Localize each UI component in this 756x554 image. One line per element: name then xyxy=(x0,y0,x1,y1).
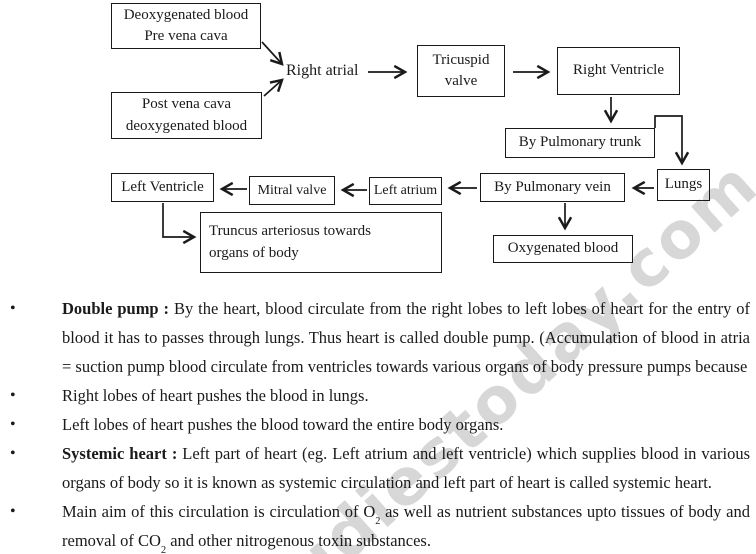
note-body: Right lobes of heart pushes the blood in… xyxy=(62,386,369,405)
box-line: Lungs xyxy=(664,176,703,193)
note-text: Main aim of this circulation is circulat… xyxy=(62,497,750,554)
box-line: Deoxygenated blood xyxy=(123,6,249,23)
box-pre-vena-cava: Deoxygenated blood Pre vena cava xyxy=(111,3,261,49)
bullet-icon: • xyxy=(10,445,16,462)
note-lead: Double pump : xyxy=(62,299,170,318)
arrow-postvena-to-rightatrial-icon xyxy=(263,78,284,97)
note-body: as well as nutrient substances upto tiss… xyxy=(62,502,750,550)
box-line: Right Ventricle xyxy=(573,62,664,79)
bullet-icon: • xyxy=(10,300,16,317)
box-line: Oxygenated blood xyxy=(507,240,619,257)
note-body: and other nitrogenous toxin substances. xyxy=(166,531,431,550)
subscript: 2 xyxy=(375,516,381,528)
box-line: Left Ventricle xyxy=(121,178,204,195)
box-left-ventricle: Left Ventricle xyxy=(111,173,214,202)
arrow-leftventricle-to-truncus-icon xyxy=(162,203,197,245)
flowchart-arrows xyxy=(162,41,690,245)
list-item: • Double pump :By the heart, blood circu… xyxy=(10,294,750,381)
box-line: deoxygenated blood xyxy=(125,117,248,134)
box-line: Tricuspid xyxy=(432,51,490,68)
box-line: Left atrium xyxy=(373,183,438,199)
note-text: Left lobes of heart pushes the blood tow… xyxy=(62,410,750,439)
box-line: By Pulmonary vein xyxy=(494,178,611,195)
note-text: Right lobes of heart pushes the blood in… xyxy=(62,381,750,410)
bullet-icon: • xyxy=(10,503,16,520)
note-text: Systemic heart :Left part of heart (eg. … xyxy=(62,439,750,497)
list-item: • Systemic heart :Left part of heart (eg… xyxy=(10,439,750,497)
box-mitral-valve: Mitral valve xyxy=(249,176,335,205)
notes-section: • Double pump :By the heart, blood circu… xyxy=(10,294,750,554)
box-line: Mitral valve xyxy=(257,182,327,198)
list-item: • Left lobes of heart pushes the blood t… xyxy=(10,410,750,439)
box-line: organs of body xyxy=(209,244,299,261)
box-line: Truncus arteriosus towards xyxy=(209,223,371,240)
list-item: • Main aim of this circulation is circul… xyxy=(10,497,750,554)
box-post-vena-cava: Post vena cava deoxygenated blood xyxy=(111,92,262,139)
arrow-prevena-to-rightatrial-icon xyxy=(261,41,284,66)
list-item: • Right lobes of heart pushes the blood … xyxy=(10,381,750,410)
box-oxygenated-blood: Oxygenated blood xyxy=(493,235,633,263)
box-line: By Pulmonary trunk xyxy=(518,134,642,151)
note-lead: Systemic heart : xyxy=(62,444,178,463)
box-line: valve xyxy=(444,73,478,89)
note-body: Left part of heart (eg. Left atrium and … xyxy=(62,444,750,492)
bullet-icon: • xyxy=(10,416,16,433)
box-line: Post vena cava xyxy=(141,96,232,113)
bullet-icon: • xyxy=(10,387,16,404)
box-pulmonary-trunk: By Pulmonary trunk xyxy=(505,128,655,158)
box-truncus-arteriosus: Truncus arteriosus towards organs of bod… xyxy=(200,212,442,273)
note-body: By the heart, blood circulate from the r… xyxy=(62,299,750,376)
box-pulmonary-vein: By Pulmonary vein xyxy=(480,173,625,202)
subscript: 2 xyxy=(160,545,167,554)
label-right-atrial: Right atrial xyxy=(286,62,359,79)
note-body: Left lobes of heart pushes the blood tow… xyxy=(62,415,504,434)
box-left-atrium: Left atrium xyxy=(369,177,442,205)
arrow-trunk-to-lungs-icon xyxy=(654,115,690,166)
box-tricuspid-valve: Tricuspid valve xyxy=(417,45,505,97)
box-right-ventricle: Right Ventricle xyxy=(557,47,680,95)
box-lungs: Lungs xyxy=(657,169,710,201)
box-line: Pre vena cava xyxy=(144,28,228,44)
note-body: Main aim of this circulation is circulat… xyxy=(62,502,376,521)
note-text: Double pump :By the heart, blood circula… xyxy=(62,294,750,381)
